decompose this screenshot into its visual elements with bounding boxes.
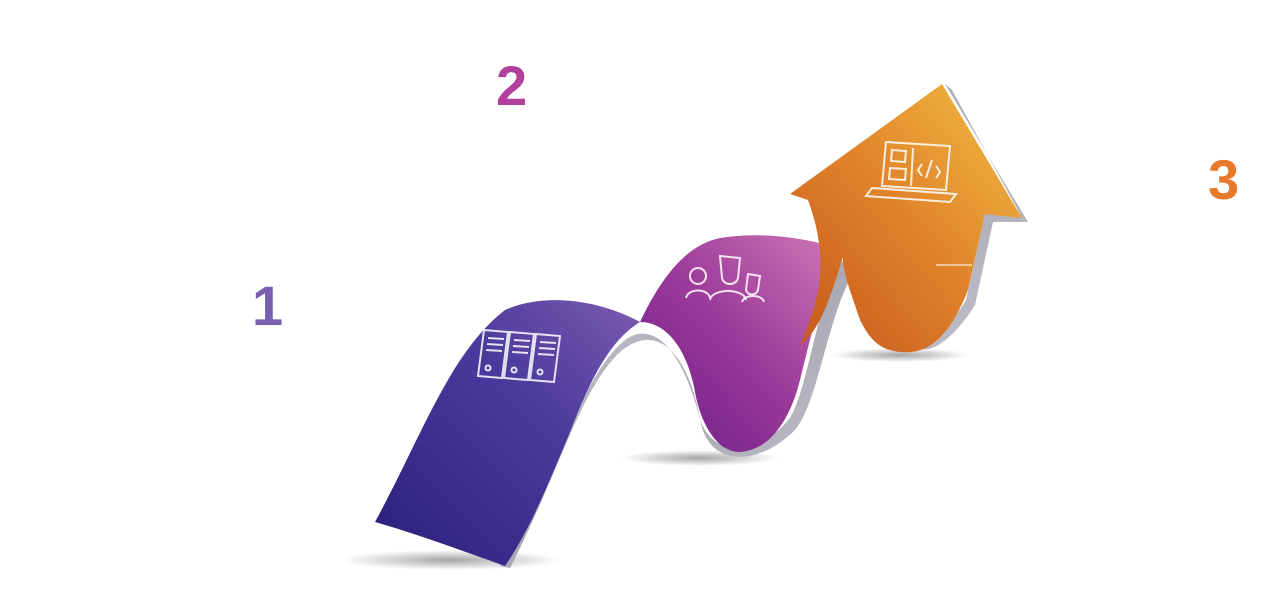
ribbon-segment-step-1: [375, 300, 640, 566]
shadow-left: [340, 550, 560, 570]
step-number-3: 3: [1208, 148, 1240, 211]
team-people-icon: [685, 254, 765, 303]
step-number-1: 1: [252, 274, 284, 337]
ribbon-segment-step-2: [640, 235, 845, 452]
ribbon-edge: [500, 84, 1028, 568]
shadow-right: [830, 348, 970, 362]
laptop-code-icon: [864, 140, 958, 204]
arrow-segment-step-3: [790, 84, 1022, 353]
step-number-2: 2: [496, 54, 528, 117]
server-files-icon: [476, 328, 562, 384]
